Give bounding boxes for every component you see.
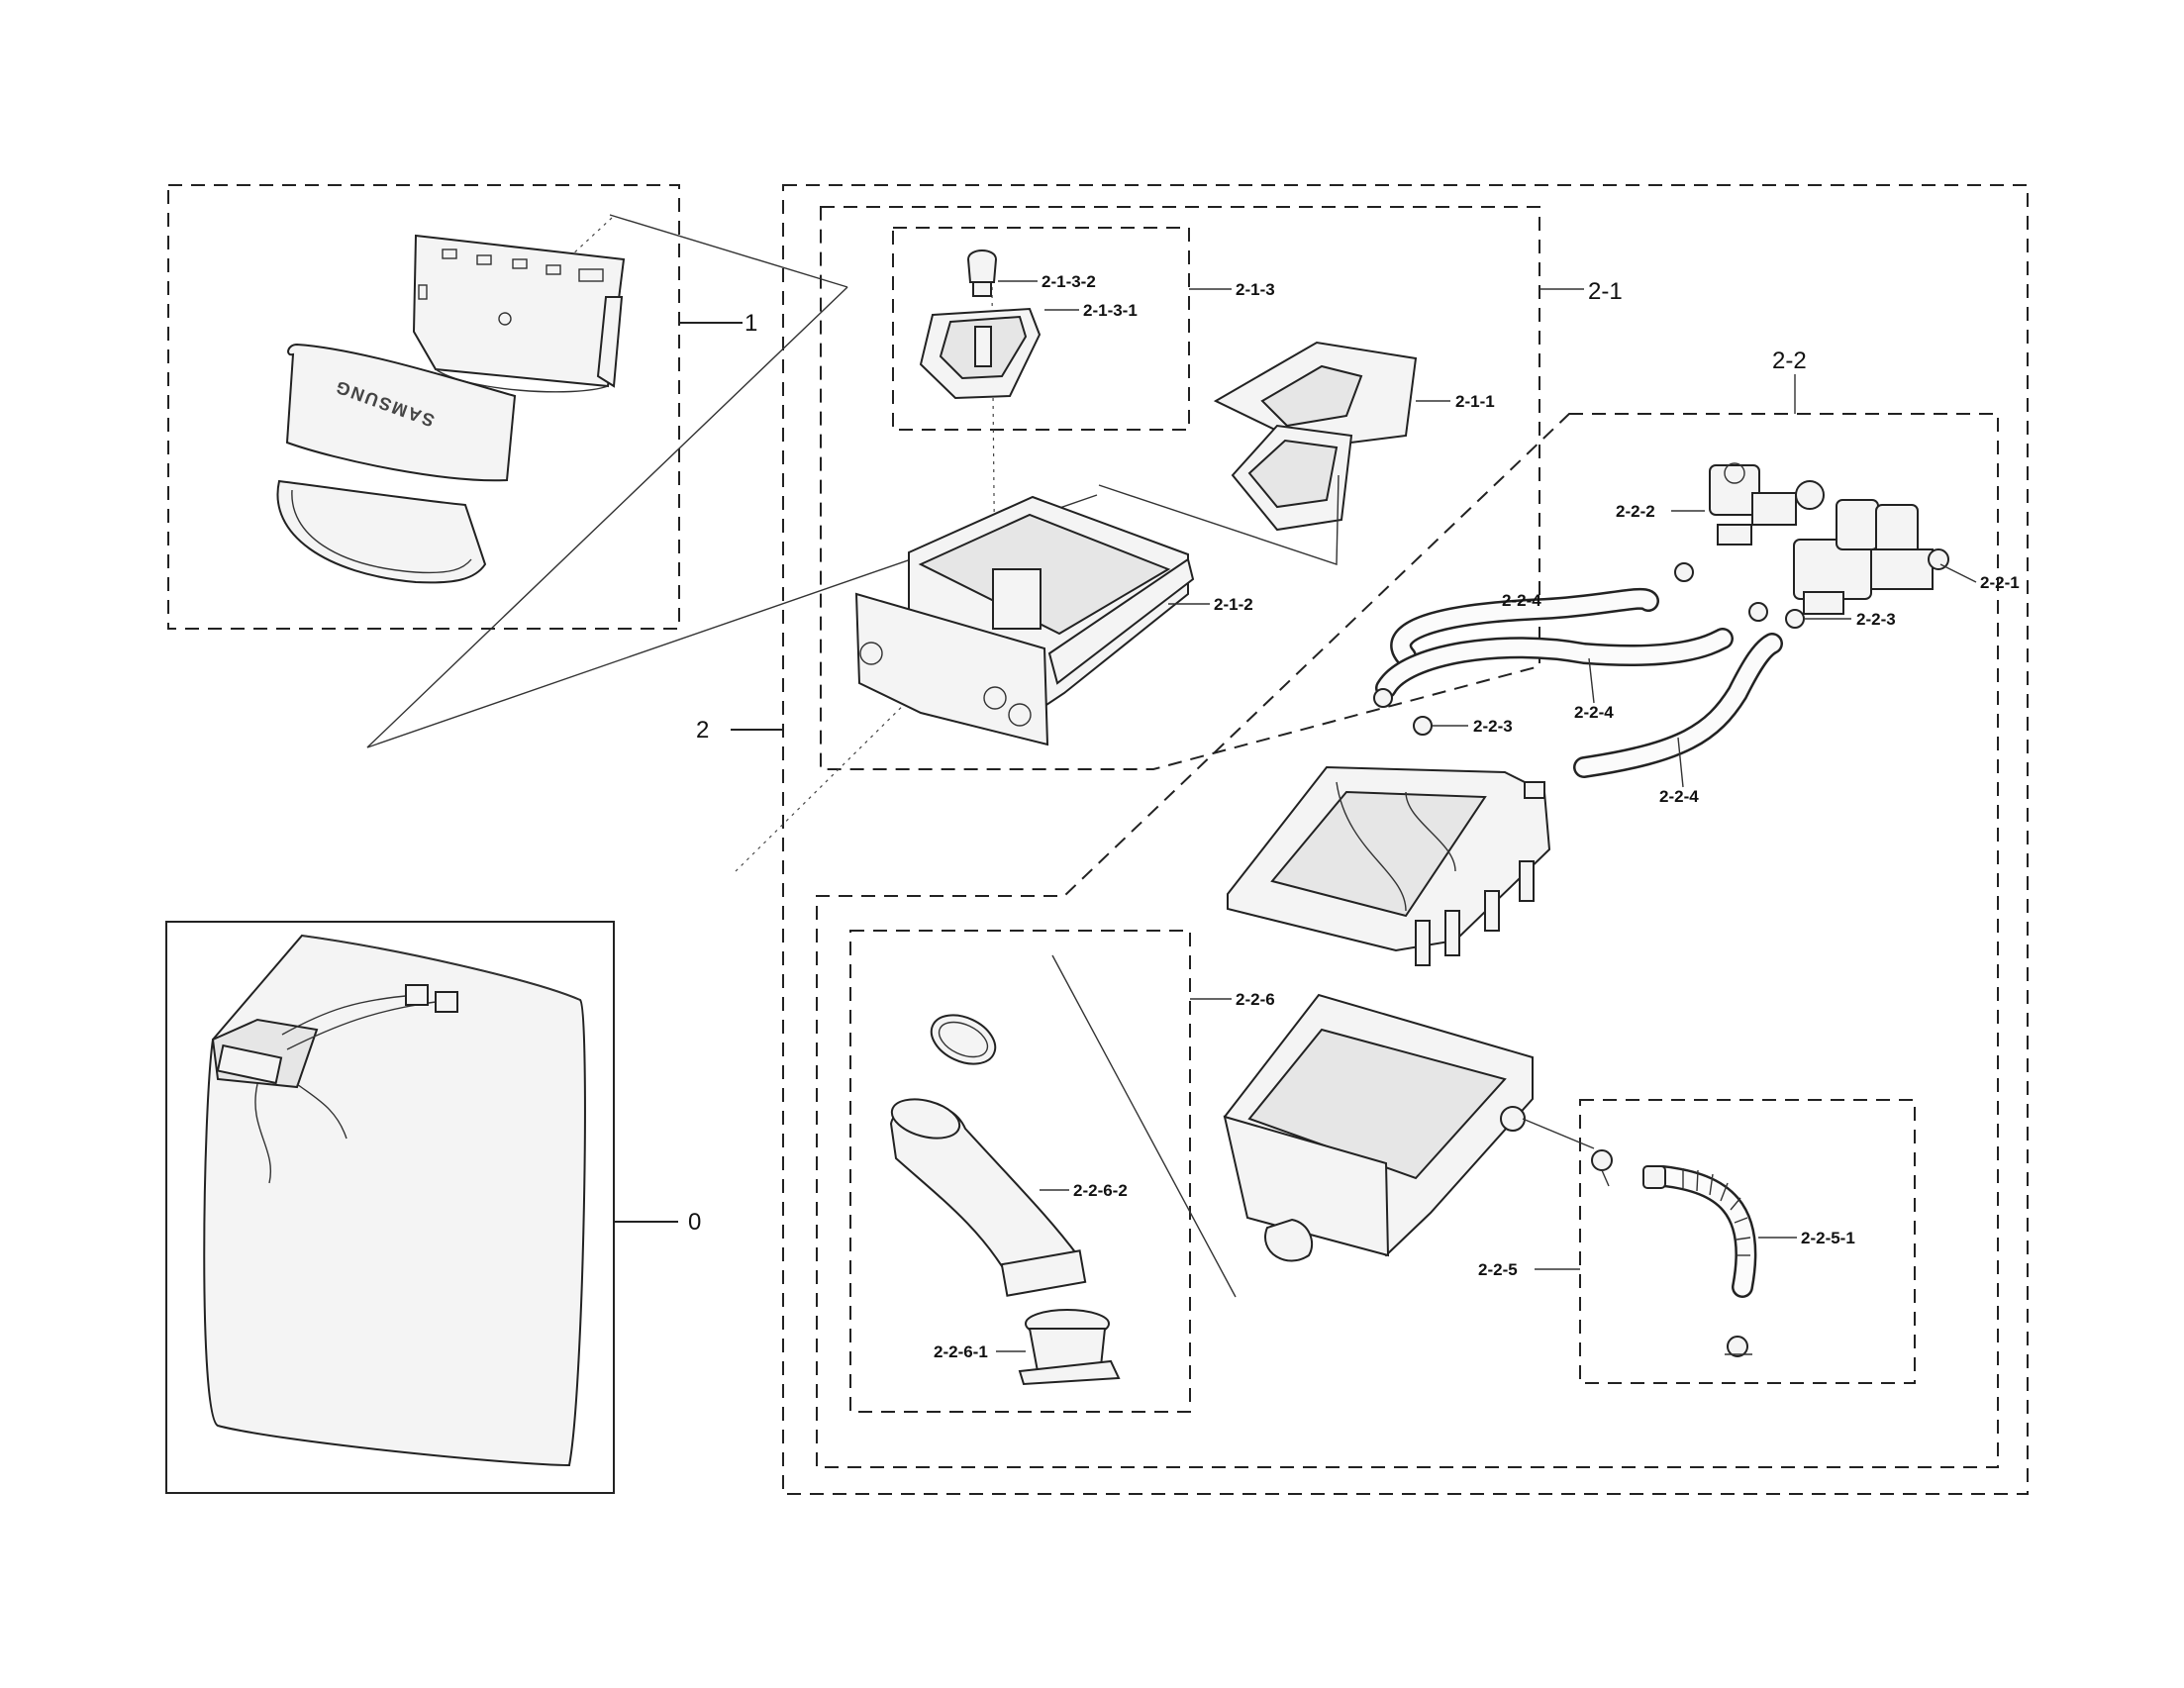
group-2-1-3-box	[892, 227, 1190, 431]
label-2-2-4-bot: 2-2-4	[1659, 787, 1699, 806]
housing-icon	[1223, 993, 1534, 1262]
ring-clamp-icon	[930, 1014, 997, 1065]
group-0-box	[165, 921, 615, 1494]
valve-icon	[1709, 462, 1825, 546]
label-2-2-6-1: 2-2-6-1	[934, 1342, 988, 1361]
label-2-1: 2-1	[1588, 278, 1623, 305]
drawer-insert-icon	[1213, 341, 1418, 532]
label-2-1-2: 2-1-2	[1214, 595, 1253, 614]
label-2-2-5-1: 2-2-5-1	[1801, 1229, 1855, 1247]
label-2-2-1: 2-2-1	[1980, 573, 2020, 592]
housing-frame-icon	[1227, 765, 1551, 966]
softener-cup-icon	[919, 307, 1042, 400]
label-2-1-3-1: 2-1-3-1	[1083, 301, 1138, 320]
label-2-2-3-right: 2-2-3	[1856, 610, 1896, 629]
adapter-icon	[1018, 1309, 1121, 1386]
washer-icon	[203, 934, 586, 1467]
hose-icon	[1375, 587, 1783, 778]
drawer-front-icon: SAMSUNG	[285, 343, 517, 482]
label-2-2: 2-2	[1772, 348, 1807, 374]
group-boxes	[165, 184, 2029, 1495]
drain-clamp-icon	[1591, 1149, 1752, 1357]
label-2-2-2: 2-2-2	[1616, 502, 1655, 521]
label-2-1-1: 2-1-1	[1455, 392, 1495, 411]
group-2-1-box	[820, 206, 1540, 770]
group-2-2-6-box	[849, 930, 1191, 1413]
label-2-1-3-2: 2-1-3-2	[1042, 272, 1096, 291]
corrugated-hose-icon	[1642, 1165, 1757, 1298]
label-2-2-4-mid: 2-2-4	[1574, 703, 1614, 722]
clamp-icon	[1373, 562, 1805, 736]
label-2-2-6: 2-2-6	[1236, 990, 1275, 1009]
group-2-box	[782, 184, 2029, 1495]
label-2-2-3-left: 2-2-3	[1473, 717, 1513, 736]
bellows-hose-icon	[889, 1098, 1087, 1297]
label-0: 0	[688, 1209, 701, 1236]
group-2-2-5-box	[1579, 1099, 1916, 1384]
drawer-body-icon	[854, 495, 1195, 746]
label-2-1-3: 2-1-3	[1236, 280, 1275, 299]
group-1-box	[167, 184, 680, 630]
label-2-2-5: 2-2-5	[1478, 1260, 1518, 1279]
cap-icon	[966, 249, 998, 297]
label-2-2-6-2: 2-2-6-2	[1073, 1181, 1128, 1200]
label-2-2-4-top: 2-2-4	[1502, 591, 1541, 610]
label-2: 2	[696, 717, 709, 744]
label-1: 1	[745, 310, 757, 337]
drawer-cover-icon	[276, 479, 487, 584]
drawer-panel-icon	[412, 234, 626, 393]
double-valve-icon	[1793, 499, 1949, 615]
